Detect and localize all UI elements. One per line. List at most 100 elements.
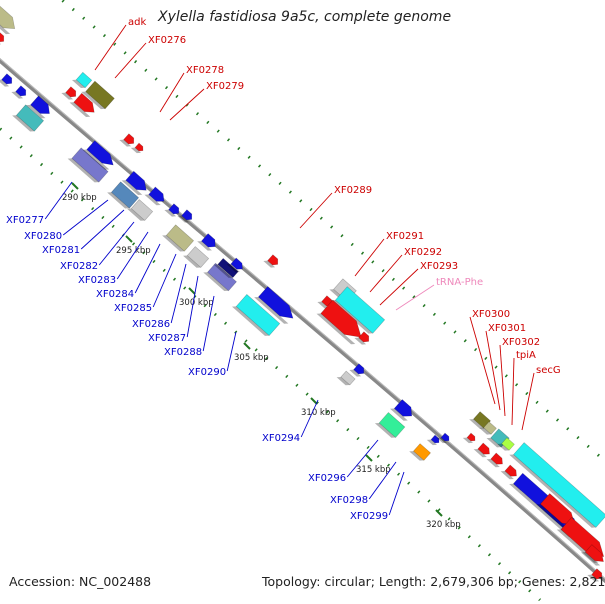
gene-shape	[513, 442, 605, 528]
gene-labels: adkXF0276XF0278XF0279XF0289XF0291XF0292X…	[6, 17, 561, 522]
gene-shadow	[354, 337, 367, 345]
gene-label-reverse: XF0277	[6, 215, 44, 226]
gene-shape	[110, 181, 140, 209]
gene-feature	[486, 452, 503, 468]
gene-label-reverse: XF0294	[262, 433, 300, 444]
tick-label: 320 kbp	[426, 520, 461, 530]
gene-feature	[130, 142, 144, 154]
gene-shape	[353, 363, 365, 375]
gene-feature	[336, 370, 356, 386]
gene-shape	[0, 5, 16, 29]
leader-line	[114, 42, 147, 79]
gene-shadow	[81, 91, 106, 110]
backbone-line	[0, 58, 605, 584]
gene-label-reverse: XF0290	[188, 367, 226, 378]
gene-shadow	[26, 104, 46, 119]
gene-feature	[0, 5, 16, 35]
gene-feature	[254, 286, 294, 324]
gene-label-reverse: XF0288	[164, 347, 202, 358]
gene-shadow	[107, 192, 130, 209]
gene-label-forward: adk	[128, 17, 146, 28]
gene-shape	[130, 199, 154, 221]
gene-feature	[374, 412, 406, 438]
gene-shadow	[203, 272, 229, 292]
leader-line	[152, 253, 177, 308]
gene-feature	[587, 568, 603, 582]
gene-shadow	[436, 437, 448, 444]
gene-shadow	[349, 369, 362, 377]
gene-feature	[0, 31, 5, 45]
gene-shape	[358, 331, 370, 343]
guide-track-1	[0, 126, 542, 602]
gene-feature	[426, 434, 440, 446]
gene-feature	[127, 199, 154, 221]
gene-feature	[580, 544, 604, 566]
leader-line	[169, 88, 205, 121]
gene-shadow	[580, 552, 601, 566]
gene-shadow	[486, 437, 502, 448]
leader-line	[395, 284, 435, 311]
gene-shadow	[254, 296, 289, 324]
gene-feature	[61, 86, 77, 100]
tick-mark	[71, 182, 79, 190]
gene-label-forward: XF0279	[206, 81, 244, 92]
tick-label: 315 kbp	[356, 465, 391, 475]
leader-line	[369, 254, 403, 293]
gene-feature	[462, 432, 476, 444]
gene-shadow	[130, 147, 142, 154]
gene-feature	[390, 399, 413, 421]
gene-label-reverse: XF0299	[350, 511, 388, 522]
gene-feature	[231, 294, 281, 336]
gene-shadow	[462, 437, 474, 444]
gene-label-reverse: XF0284	[96, 289, 134, 300]
gene-shadow	[587, 574, 600, 582]
leader-line	[170, 263, 187, 324]
gene-shadow	[183, 255, 201, 268]
gene-label-forward: XF0293	[420, 261, 458, 272]
gene-shadow	[509, 483, 574, 538]
gene-shadow	[316, 313, 356, 345]
leader-line	[186, 275, 199, 338]
gene-shape	[501, 437, 515, 451]
gene-shadow	[486, 459, 500, 468]
gene-feature	[183, 246, 210, 268]
gene-shadow	[164, 209, 177, 217]
gene-shape	[584, 544, 604, 562]
leader-line	[354, 238, 385, 277]
gene-label-forward: XF0300	[472, 309, 510, 320]
gene-label-reverse: XF0285	[114, 303, 152, 314]
gene-shape	[340, 370, 356, 386]
gene-feature	[316, 299, 362, 345]
gene-shadow	[497, 443, 510, 451]
gene-shadow	[263, 260, 276, 268]
gene-feature	[71, 71, 93, 89]
leader-line	[388, 471, 405, 516]
leader-line	[202, 295, 215, 352]
gene-shadow	[479, 427, 492, 435]
gene-shadow	[317, 301, 330, 309]
gene-shape	[591, 568, 603, 580]
gene-shadow	[336, 377, 350, 386]
gene-shadow	[390, 408, 408, 421]
gene-shape	[123, 133, 135, 145]
genome-backbone	[0, 58, 605, 584]
gene-feature	[500, 464, 517, 480]
gene-feature	[436, 432, 450, 444]
gene-label-forward: tRNA-Phe	[436, 277, 483, 288]
gene-shape	[267, 254, 279, 266]
gene-shape	[504, 464, 517, 477]
leader-line	[94, 24, 127, 71]
gene-shadow	[0, 16, 11, 35]
gene-shape	[473, 411, 491, 429]
gene-shape	[30, 95, 50, 114]
gene-shape	[15, 104, 45, 132]
tick-mark	[243, 342, 251, 350]
gene-shadow	[11, 91, 24, 99]
gene-shadow	[213, 264, 233, 278]
tick-label: 295 kbp	[116, 246, 151, 256]
leader-line	[511, 357, 515, 426]
gene-shadow	[69, 102, 91, 118]
gene-feature	[69, 92, 95, 118]
gene-shadow	[144, 194, 161, 206]
gene-feature	[0, 73, 13, 87]
